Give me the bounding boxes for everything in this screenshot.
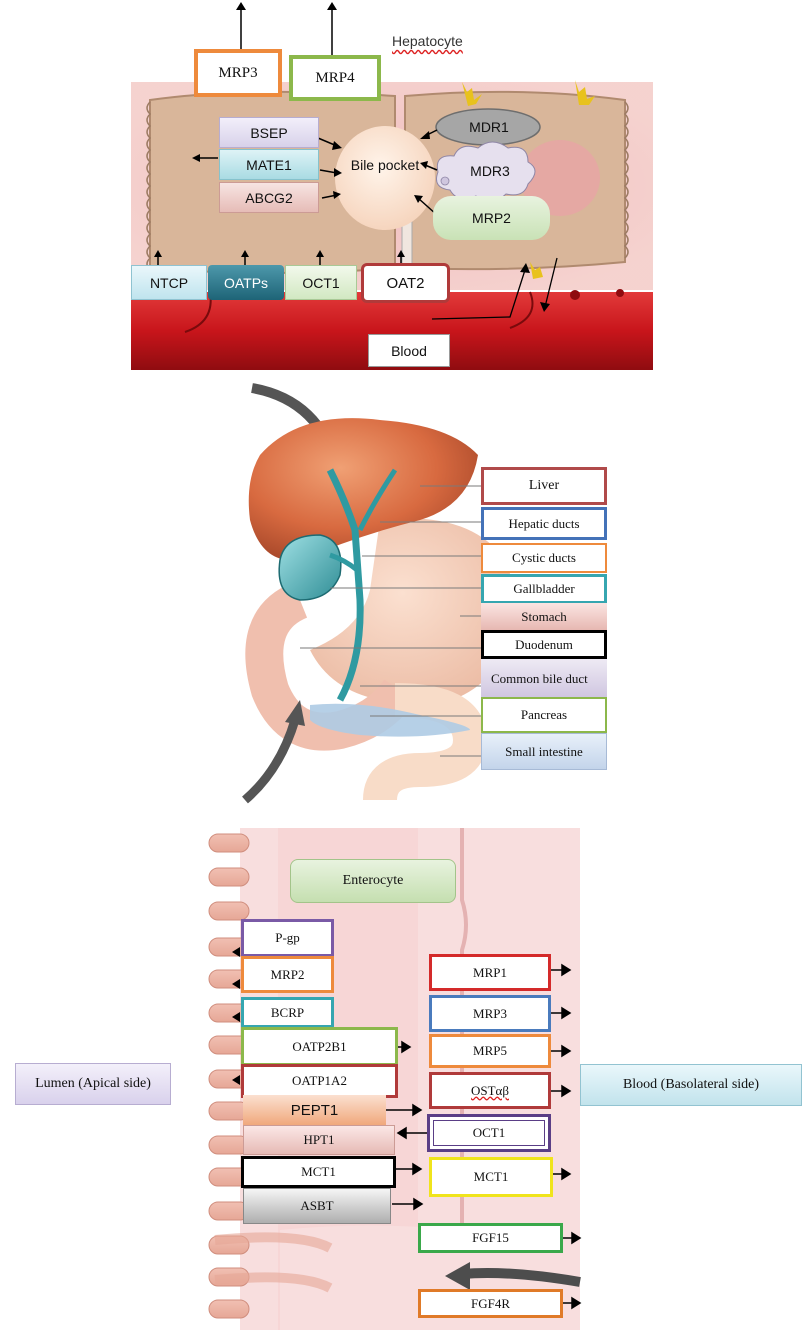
mdr3-label: MDR3	[470, 163, 510, 179]
oat2-label: OAT2	[361, 263, 450, 303]
pept1-label: PEPT1	[243, 1095, 386, 1125]
hpt1-label: HPT1	[243, 1125, 395, 1155]
basolateral-mrp3-label: MRP3	[429, 995, 551, 1032]
mrp5-label: MRP5	[429, 1034, 551, 1068]
bsep-label: BSEP	[219, 117, 319, 148]
apical-mrp2-label: MRP2	[241, 956, 334, 993]
hepatocyte-illustration	[131, 2, 653, 370]
bcrp-label: BCRP	[241, 997, 334, 1028]
apical-mct1-label: MCT1	[241, 1156, 396, 1188]
oatp2b1-label: OATP2B1	[241, 1027, 398, 1066]
mate1-label: MATE1	[219, 149, 319, 180]
blood-basolateral-label: Blood (Basolateral side)	[580, 1064, 802, 1106]
pgp-label: P-gp	[241, 919, 334, 957]
mrp1-label: MRP1	[429, 954, 551, 991]
common-bile-duct-label: Common bile duct	[481, 659, 607, 698]
asbt-label: ASBT	[243, 1188, 391, 1224]
small-intestine-label: Small intestine	[481, 733, 607, 770]
bile-pocket-label: Bile pocket	[350, 156, 420, 173]
fgf4r-label: FGF4R	[418, 1289, 563, 1318]
mdr1-label: MDR1	[469, 119, 509, 135]
hepatic-ducts-label: Hepatic ducts	[481, 507, 607, 540]
pancreas-label: Pancreas	[481, 697, 607, 733]
oatps-label: OATPs	[208, 265, 284, 300]
duodenum-label: Duodenum	[481, 630, 607, 659]
basolateral-oct1-label: OCT1	[427, 1114, 551, 1152]
digestive-organs-illustration	[242, 383, 516, 804]
enterocyte-title: Enterocyte	[290, 859, 456, 903]
mrp2-label: MRP2	[433, 196, 550, 240]
liver-label: Liver	[481, 467, 607, 505]
ntcp-label: NTCP	[131, 265, 207, 300]
gallbladder-label: Gallbladder	[481, 574, 607, 604]
oct1-label: OCT1	[285, 265, 357, 300]
cystic-ducts-label: Cystic ducts	[481, 543, 607, 573]
fgf15-label: FGF15	[418, 1223, 563, 1253]
mrp3-label: MRP3	[194, 49, 282, 97]
basolateral-mct1-label: MCT1	[429, 1157, 553, 1197]
blood-label: Blood	[368, 334, 450, 367]
stomach-label: Stomach	[481, 603, 607, 631]
ostab-label: OSTαβ	[429, 1072, 551, 1109]
lumen-label: Lumen (Apical side)	[15, 1063, 171, 1105]
mrp4-label: MRP4	[289, 55, 381, 101]
hepatocyte-title: Hepatocyte	[392, 33, 463, 49]
oatp1a2-label: OATP1A2	[241, 1064, 398, 1098]
abcg2-label: ABCG2	[219, 182, 319, 213]
